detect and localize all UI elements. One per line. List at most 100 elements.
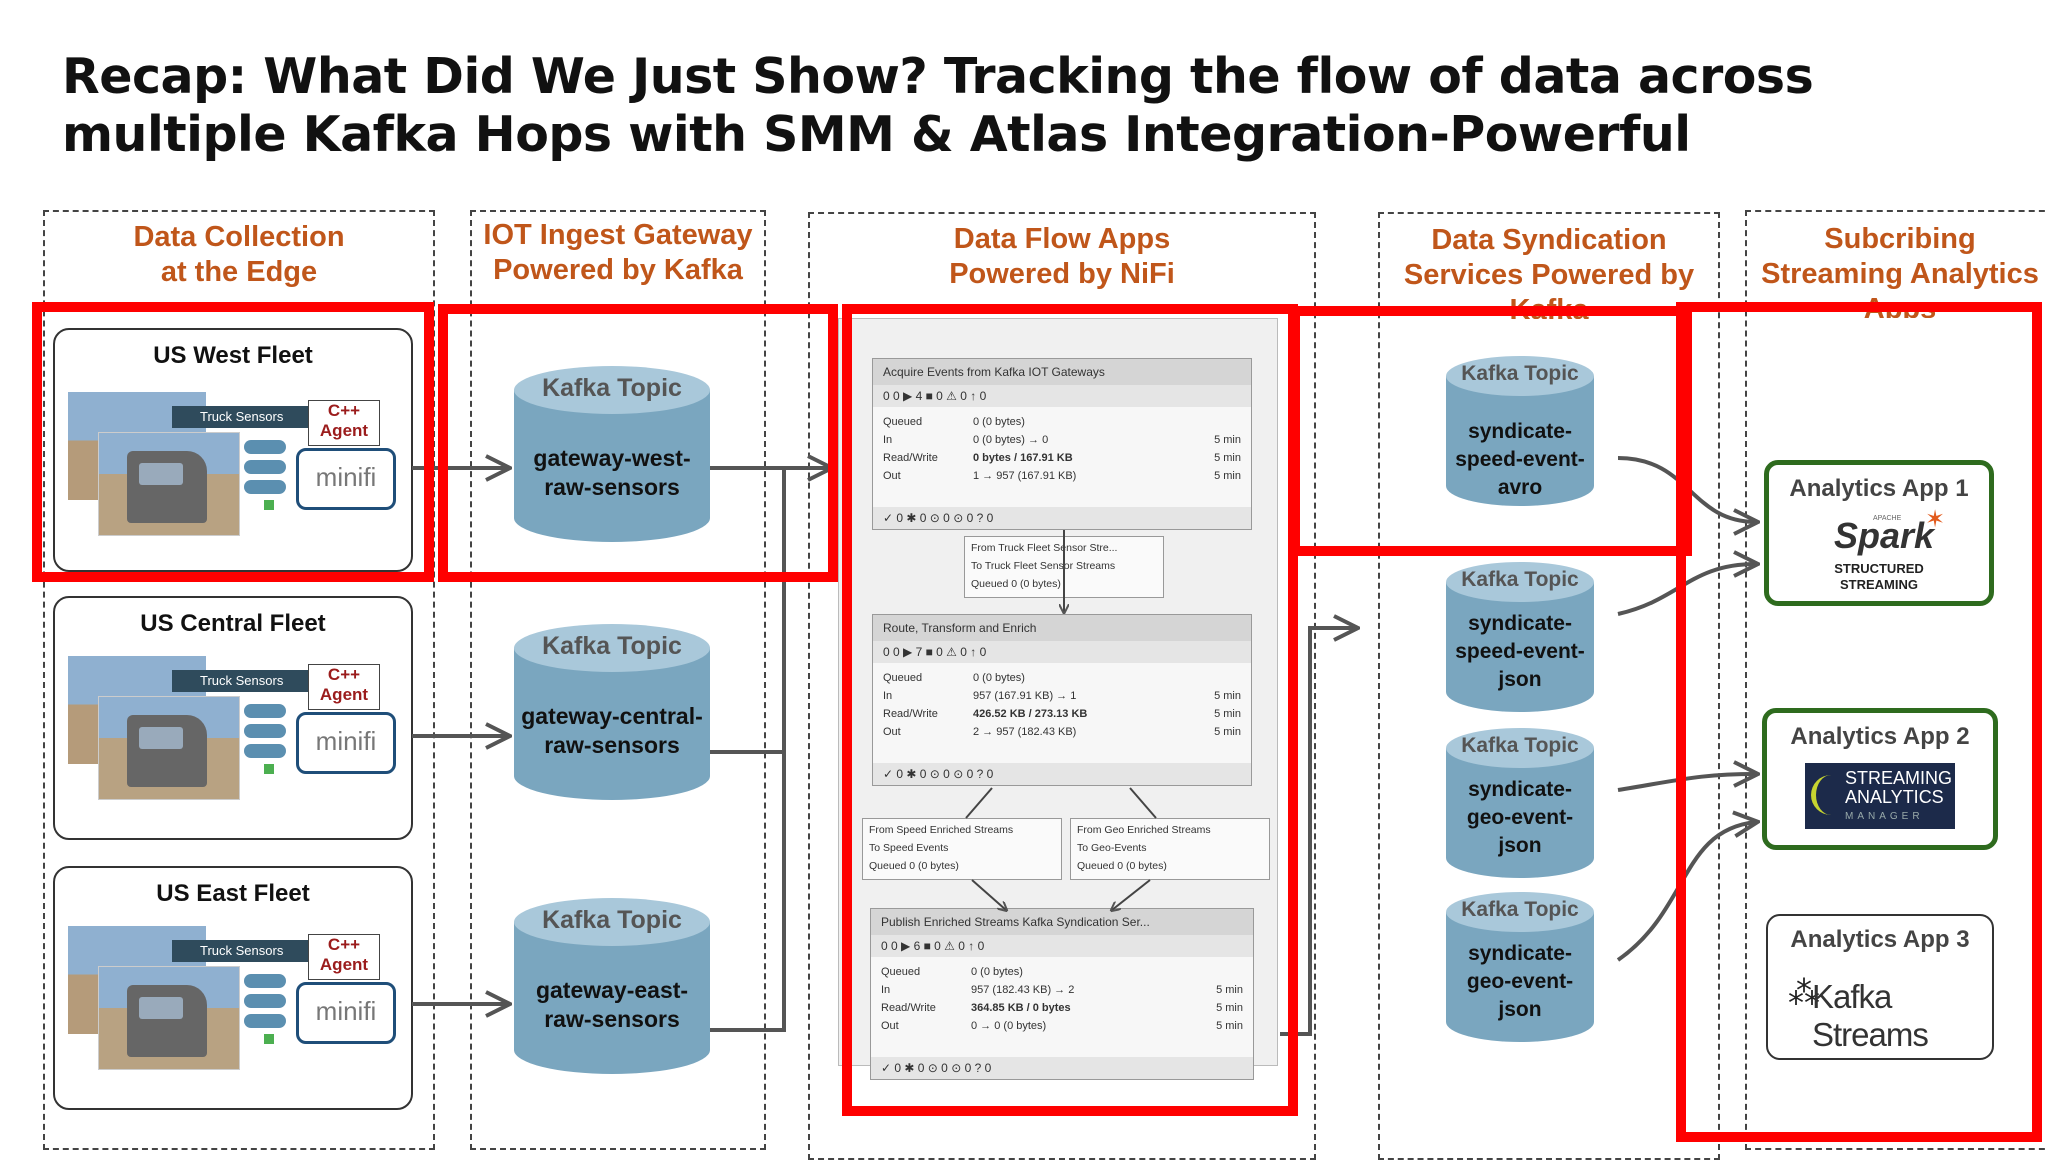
highlight-nifi-flow xyxy=(842,304,1298,1116)
stat-window: 5 min xyxy=(1216,1002,1243,1014)
agent-line: C++ xyxy=(327,401,361,420)
agent-box: C++ Agent xyxy=(308,934,380,980)
stat-window: 5 min xyxy=(1214,470,1241,482)
agent-line: C++ xyxy=(327,665,361,684)
minifi-logo: minifi xyxy=(315,726,377,756)
kafka-topic-syndicate-speed-json: Kafka Topic syndicate- speed-event- json xyxy=(1446,562,1594,712)
stat-window: 5 min xyxy=(1214,452,1241,464)
topic-name-line: json xyxy=(1498,668,1542,691)
stat-label: Queued xyxy=(883,672,923,684)
stat-value: 1 → 957 (167.91 KB) xyxy=(973,470,1077,482)
highlight-west-fleet xyxy=(32,302,434,582)
stat-value: 0 → 0 (0 bytes) xyxy=(971,1020,1047,1032)
process-group-footer: ✓ 0 ✱ 0 ⊙ 0 ⊙ 0 ? 0 xyxy=(871,1057,1253,1079)
process-group-footer: ✓ 0 ✱ 0 ⊙ 0 ⊙ 0 ? 0 xyxy=(873,763,1251,785)
process-group-status: 0 0 ▶ 6 ■ 0 ⚠ 0 ↑ 0 xyxy=(871,935,1253,957)
stat-value: 364.85 KB / 0 bytes xyxy=(971,1002,1071,1014)
stat-label: In xyxy=(883,434,893,446)
kafka-topic-syndicate-speed-avro: Kafka Topic syndicate- speed-event- avro xyxy=(1446,356,1594,506)
connection-from: From Truck Fleet Sensor Stre... xyxy=(971,542,1118,554)
network-connector xyxy=(264,1034,274,1044)
stat-label: Out xyxy=(883,470,901,482)
spark-subtitle: STRUCTURED STREAMING xyxy=(1769,561,1989,593)
topic-name: syndicate- geo-event- json xyxy=(1446,940,1594,1024)
column-header-line: Data Syndication xyxy=(1431,224,1667,256)
sensors-label: Truck Sensors xyxy=(200,673,284,688)
stat-window: 5 min xyxy=(1214,726,1241,738)
stat-label: Read/Write xyxy=(883,452,938,464)
agent-line: C++ xyxy=(327,935,361,954)
app-name: Analytics App 3 xyxy=(1790,926,1970,953)
network-connector xyxy=(264,764,274,774)
stat-window: 5 min xyxy=(1214,690,1241,702)
stat-value: 2 → 957 (182.43 KB) xyxy=(973,726,1077,738)
column-header-line: Streaming Analytics xyxy=(1761,258,2039,290)
connection-queued: Queued 0 (0 bytes) xyxy=(1077,860,1167,872)
topic-name-line: syndicate- xyxy=(1468,420,1572,443)
app-name: Analytics App 2 xyxy=(1790,723,1970,750)
kafka-topic-gateway-east: Kafka Topic gateway-east- raw-sensors xyxy=(514,898,710,1074)
connection-from: From Speed Enriched Streams xyxy=(869,824,1014,836)
process-group-title: Publish Enriched Streams Kafka Syndicati… xyxy=(871,909,1253,935)
topic-name: gateway-east- raw-sensors xyxy=(514,976,710,1034)
topic-name-line: gateway-central- xyxy=(521,703,703,729)
topic-name-line: syndicate- xyxy=(1468,942,1572,965)
topic-name: syndicate- speed-event- json xyxy=(1446,610,1594,694)
stat-value: 0 (0 bytes) xyxy=(973,672,1025,684)
stat-row: In 957 (167.91 KB) → 1 5 min xyxy=(873,687,1251,705)
server-icon xyxy=(244,704,286,760)
analytics-app-3[interactable]: Analytics App 3 ⁂ Kafka Streams xyxy=(1766,914,1994,1060)
highlight-west-gateway xyxy=(438,304,838,582)
truck-photo xyxy=(98,966,240,1070)
process-group-status: 0 0 ▶ 4 ■ 0 ⚠ 0 ↑ 0 xyxy=(873,385,1251,407)
fleet-name: US West Fleet xyxy=(153,342,313,369)
stat-row: Out 1 → 957 (167.91 KB) 5 min xyxy=(873,467,1251,485)
topic-name-line: avro xyxy=(1497,476,1543,499)
spark-star-icon: ✶ xyxy=(1925,506,1946,533)
analytics-app-1[interactable]: Analytics App 1 APACHE Spark ✶ STRUCTURE… xyxy=(1764,460,1994,606)
smm-swoosh-icon xyxy=(1811,775,1842,815)
topic-name-line: raw-sensors xyxy=(544,1006,680,1032)
cylinder-shape xyxy=(1446,562,1594,712)
cylinder-shape xyxy=(1446,728,1594,878)
topic-name-line: json xyxy=(1498,998,1542,1021)
process-group-status: 0 0 ▶ 7 ■ 0 ⚠ 0 ↑ 0 xyxy=(873,641,1251,663)
topic-name: syndicate- speed-event- avro xyxy=(1446,418,1594,502)
process-group-footer: ✓ 0 ✱ 0 ⊙ 0 ⊙ 0 ? 0 xyxy=(873,507,1251,529)
process-group-route[interactable]: Route, Transform and Enrich 0 0 ▶ 7 ■ 0 … xyxy=(872,614,1252,786)
process-group-title: Route, Transform and Enrich xyxy=(873,615,1251,641)
connection-to: To Speed Events xyxy=(869,842,949,854)
stat-label: Queued xyxy=(881,966,921,978)
process-group-publish[interactable]: Publish Enriched Streams Kafka Syndicati… xyxy=(870,908,1254,1080)
topic-name: syndicate- geo-event- json xyxy=(1446,776,1594,860)
spark-subtitle-line: STREAMING xyxy=(1840,577,1918,592)
stat-label: In xyxy=(883,690,893,702)
fleet-visual-us-west: Truck Sensors C++ Agent minifi xyxy=(68,392,408,542)
analytics-app-2[interactable]: Analytics App 2 STREAMING ANALYTICS MANA… xyxy=(1762,708,1998,850)
agent-box: C++ Agent xyxy=(308,400,380,446)
column-header-line: Powered by Kafka xyxy=(493,254,743,286)
column-iot-ingest xyxy=(470,210,766,1150)
minifi-logo: minifi xyxy=(315,462,377,492)
fleet-visual-us-central: Truck Sensors C++ Agent minifi xyxy=(68,656,408,806)
topic-name-line: geo-event- xyxy=(1466,806,1574,829)
app-name: Analytics App 1 xyxy=(1789,475,1969,502)
stat-row: Queued 0 (0 bytes) xyxy=(873,669,1251,687)
slide-title: Recap: What Did We Just Show? Tracking t… xyxy=(62,48,1814,163)
topic-name-line: raw-sensors xyxy=(544,732,680,758)
connection-from: From Geo Enriched Streams xyxy=(1077,824,1211,836)
server-icon xyxy=(244,974,286,1030)
truck-photo xyxy=(98,432,240,536)
sensors-label: Truck Sensors xyxy=(200,409,284,424)
process-group-acquire[interactable]: Acquire Events from Kafka IOT Gateways 0… xyxy=(872,358,1252,530)
connection-speed-events[interactable]: From Speed Enriched Streams To Speed Eve… xyxy=(862,818,1062,880)
connection-geo-events[interactable]: From Geo Enriched Streams To Geo-Events … xyxy=(1070,818,1270,880)
stat-value: 957 (167.91 KB) → 1 xyxy=(973,690,1077,702)
topic-name-line: speed-event- xyxy=(1455,448,1585,471)
topic-label: Kafka Topic xyxy=(542,906,682,934)
